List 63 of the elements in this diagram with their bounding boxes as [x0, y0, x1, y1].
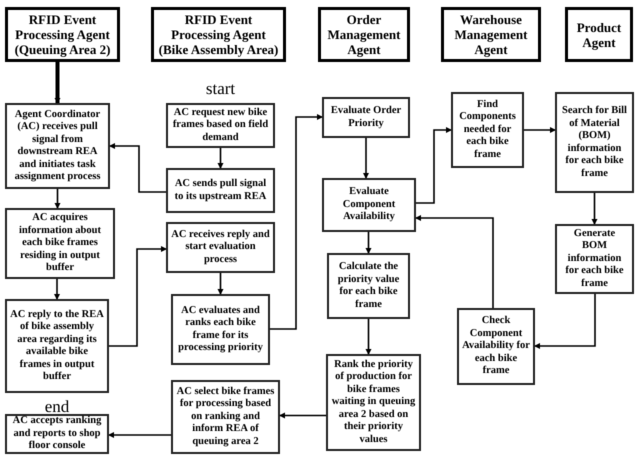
process-box — [5, 414, 109, 454]
step-text: Calculate the priority value for each bike frame — [336, 261, 400, 311]
step-text: Evaluate Order Priority — [330, 105, 402, 130]
step-text: Agent Coordinator (AC) receives pull signal from downstream REA and initiates task assignment process — [14, 108, 102, 184]
arrow — [270, 114, 323, 330]
lane-title: RFID Event Processing Agent (Bike Assembly Area) — [158, 12, 279, 57]
step-text: AC request new bike frames based on field demand — [172, 106, 270, 144]
step-caption: start — [204, 80, 236, 97]
step-text: Check Component Availability for each bike frame — [462, 315, 530, 378]
lane-header-box — [565, 7, 633, 62]
lane-header-box — [441, 7, 541, 62]
process-box — [322, 97, 410, 138]
arrow — [363, 138, 369, 179]
arrow — [366, 232, 372, 254]
lane-title: RFID Event Processing Agent (Queuing Area 2) — [14, 12, 112, 57]
arrow — [279, 412, 326, 418]
process-box — [166, 222, 275, 273]
arrow — [524, 127, 556, 133]
arrow — [54, 62, 60, 104]
step-caption: end — [44, 398, 70, 415]
process-box — [457, 308, 535, 385]
lane-header-box — [318, 7, 410, 62]
arrow — [592, 193, 598, 225]
step-text: Generate BOM information for each bike frame — [564, 228, 625, 290]
arrow — [366, 319, 372, 355]
lane-header-box — [5, 7, 120, 62]
lane-title: Product Agent — [576, 20, 622, 50]
process-box — [171, 294, 270, 365]
process-box — [5, 208, 115, 279]
arrow — [416, 127, 452, 204]
arrow — [108, 432, 171, 438]
process-box — [166, 103, 275, 148]
lane-title: Order Management Agent — [326, 12, 402, 57]
process-box — [5, 299, 109, 393]
lane-header-box — [151, 7, 286, 62]
arrow — [109, 143, 166, 193]
step-text: AC reply to the REA of bike assembly area regarding its available bike frames in output buffer — [10, 308, 104, 384]
arrow — [218, 148, 224, 169]
lane-title: Warehouse Management Agent — [454, 12, 528, 57]
step-text: AC accepts ranking and reports to shop floor console — [12, 415, 102, 453]
step-text: AC evaluates and ranks each bike frame for its processing priority — [177, 304, 264, 354]
arrow — [218, 273, 224, 295]
arrow — [54, 279, 60, 300]
process-box — [555, 224, 634, 294]
process-box — [327, 253, 410, 319]
step-text: Find Components needed for each bike frame — [458, 98, 517, 162]
step-text: AC receives reply and start evaluation process — [171, 228, 270, 266]
step-text: Evaluate Component Availability — [342, 186, 396, 224]
process-box — [322, 178, 416, 232]
step-text: AC acquires information about each bike frames residing in output buffer — [18, 212, 102, 275]
step-text: AC sends pull signal to its upstream REA — [174, 178, 268, 203]
step-text: AC select bike frames for processing based on ranking and inform REA of queuing area 2 — [176, 386, 275, 448]
arrow — [54, 189, 60, 209]
process-box — [451, 92, 524, 168]
process-box — [5, 103, 110, 189]
process-box — [555, 92, 634, 193]
step-text: Search for Bill of Material (BOM) information for each bike frame — [561, 105, 628, 180]
arrow — [415, 215, 494, 308]
process-box — [171, 380, 280, 454]
process-box — [166, 168, 275, 213]
arrow — [534, 294, 596, 349]
step-text: Rank the priority of production for bike frames waiting in queuing area 2 based on their priority values — [331, 358, 416, 446]
arrow — [109, 246, 167, 347]
